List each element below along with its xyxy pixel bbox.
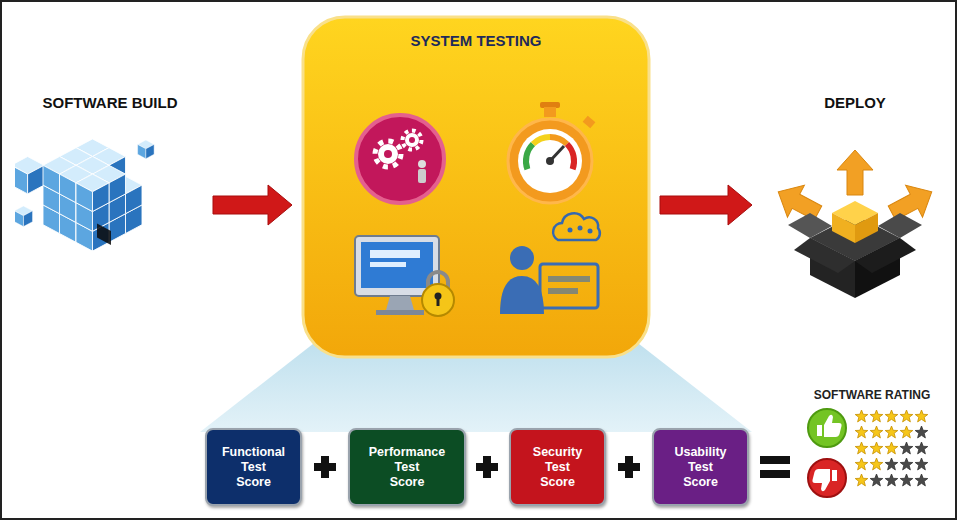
security-lock-icon xyxy=(355,236,454,316)
score-box: Security Test Score xyxy=(509,428,606,506)
panel-heading: SOFTWARE RATING xyxy=(793,386,951,402)
deploy-panel: DEPLOY xyxy=(760,88,950,303)
box-heading: SYSTEM TESTING xyxy=(300,14,652,49)
score-box: Performance Test Score xyxy=(348,428,466,506)
build-panel: SOFTWARE BUILD xyxy=(15,88,205,258)
score-box: Usability Test Score xyxy=(652,428,749,506)
panel-shape xyxy=(303,17,649,357)
panel-heading: SOFTWARE BUILD xyxy=(15,88,205,111)
deploy-illustration xyxy=(760,88,950,303)
testing-box: SYSTEM TESTING xyxy=(300,14,652,360)
score-label: Functional Test Score xyxy=(213,445,294,490)
flow-arrow xyxy=(660,185,752,225)
thumbs-down xyxy=(808,459,846,497)
cube-illustration xyxy=(15,88,205,258)
rating-panel: SOFTWARE RATING xyxy=(793,386,951,498)
usability-user-icon xyxy=(500,213,600,314)
thumbs-up xyxy=(808,409,846,447)
performance-stopwatch-icon xyxy=(508,102,595,203)
score-label: Performance Test Score xyxy=(356,445,458,490)
score-label: Security Test Score xyxy=(517,445,598,490)
rating-illustration xyxy=(793,386,951,498)
panel-heading: DEPLOY xyxy=(760,88,950,111)
equals-sign xyxy=(760,456,790,478)
score-label: Usability Test Score xyxy=(660,445,741,490)
system-testing-panel xyxy=(300,14,652,360)
star-rows xyxy=(855,410,928,486)
score-box: Functional Test Score xyxy=(205,428,302,506)
functional-gear-icon xyxy=(356,115,444,203)
flow-arrow xyxy=(213,185,292,225)
